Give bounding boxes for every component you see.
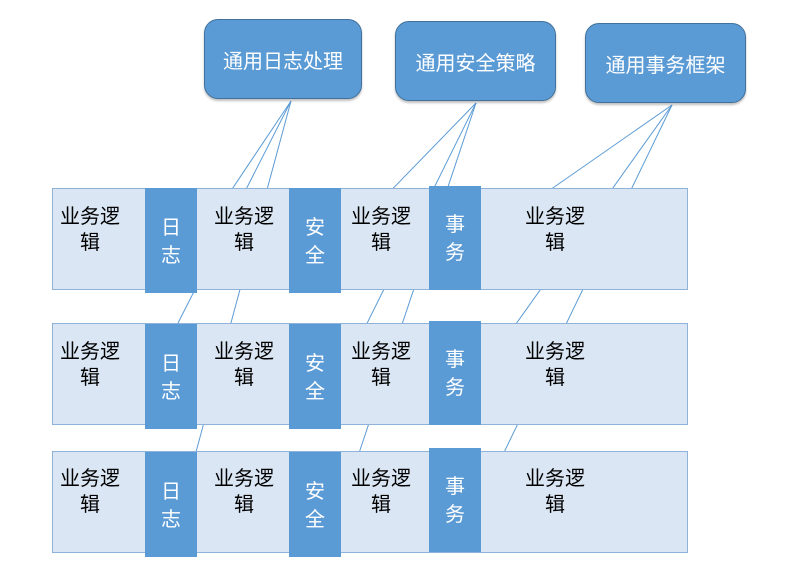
transaction-aspect-block: 事务 [429,448,481,552]
logging-module-box: 通用日志处理 [204,19,362,99]
security-aspect-block: 安全 [289,188,341,293]
transaction-aspect-label: 事务 [445,212,465,264]
business-logic-label: 业务逻辑 [60,204,120,254]
business-logic-label: 业务逻辑 [60,339,120,389]
business-logic-label: 业务逻辑 [351,339,411,389]
transaction-module-box: 通用事务框架 [585,23,746,103]
log-aspect-label: 日志 [161,478,181,531]
business-logic-label: 业务逻辑 [525,204,585,254]
transaction-aspect-label: 事务 [445,347,465,399]
business-logic-label: 业务逻辑 [525,339,585,389]
log-aspect-block: 日志 [145,452,197,557]
log-aspect-block: 日志 [145,188,197,293]
business-logic-label: 业务逻辑 [351,204,411,254]
business-logic-label: 业务逻辑 [60,466,120,516]
business-logic-label: 业务逻辑 [214,466,274,516]
log-aspect-label: 日志 [161,214,181,267]
business-logic-label: 业务逻辑 [351,466,411,516]
log-aspect-label: 日志 [161,350,181,403]
security-aspect-block: 安全 [289,324,341,429]
transaction-aspect-block: 事务 [429,321,481,425]
log-aspect-block: 日志 [145,324,197,429]
transaction-aspect-label: 事务 [445,474,465,526]
security-aspect-label: 安全 [305,214,325,267]
business-logic-label: 业务逻辑 [214,204,274,254]
security-module-box: 通用安全策略 [395,21,556,101]
transaction-aspect-block: 事务 [429,186,481,290]
security-aspect-block: 安全 [289,452,341,557]
business-logic-label: 业务逻辑 [525,466,585,516]
security-link [344,102,477,496]
security-aspect-label: 安全 [305,350,325,403]
business-logic-label: 业务逻辑 [214,339,274,389]
transaction-link [480,104,673,501]
security-aspect-label: 安全 [305,478,325,531]
